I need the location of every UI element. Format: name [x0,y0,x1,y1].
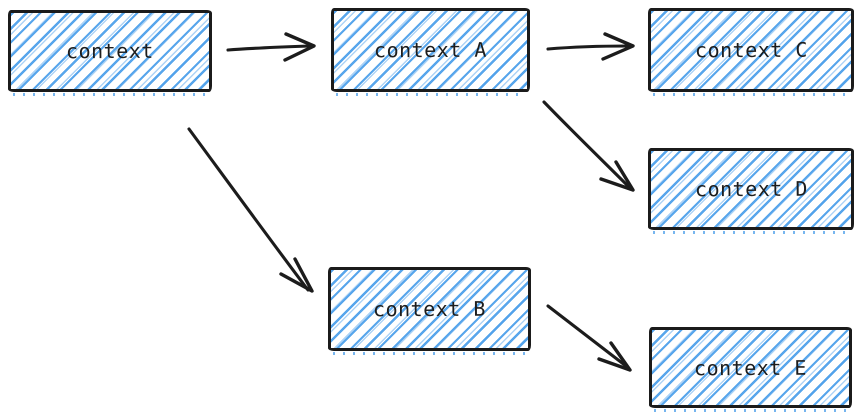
node-context-c-label: context C [694,37,808,63]
node-context-d-label: context D [694,176,808,202]
node-context-a: context A [331,8,530,96]
arrow-context-a-to-context-d [542,100,635,192]
node-context-a-label: context A [374,37,487,63]
node-context-b-label: context B [373,296,486,322]
node-context-d: context D [648,148,854,234]
node-context-label: context [66,38,154,64]
node-context-e-label: context E [694,355,807,380]
node-context: context [8,10,212,96]
arrow-context-to-context-a [226,32,316,62]
node-context-b: context B [328,267,531,355]
arrow-context-b-to-context-e [546,304,632,372]
arrow-context-to-context-b [187,127,314,293]
node-context-e: context E [649,327,852,412]
node-context-c: context C [648,8,854,96]
arrow-context-a-to-context-c [546,32,635,61]
